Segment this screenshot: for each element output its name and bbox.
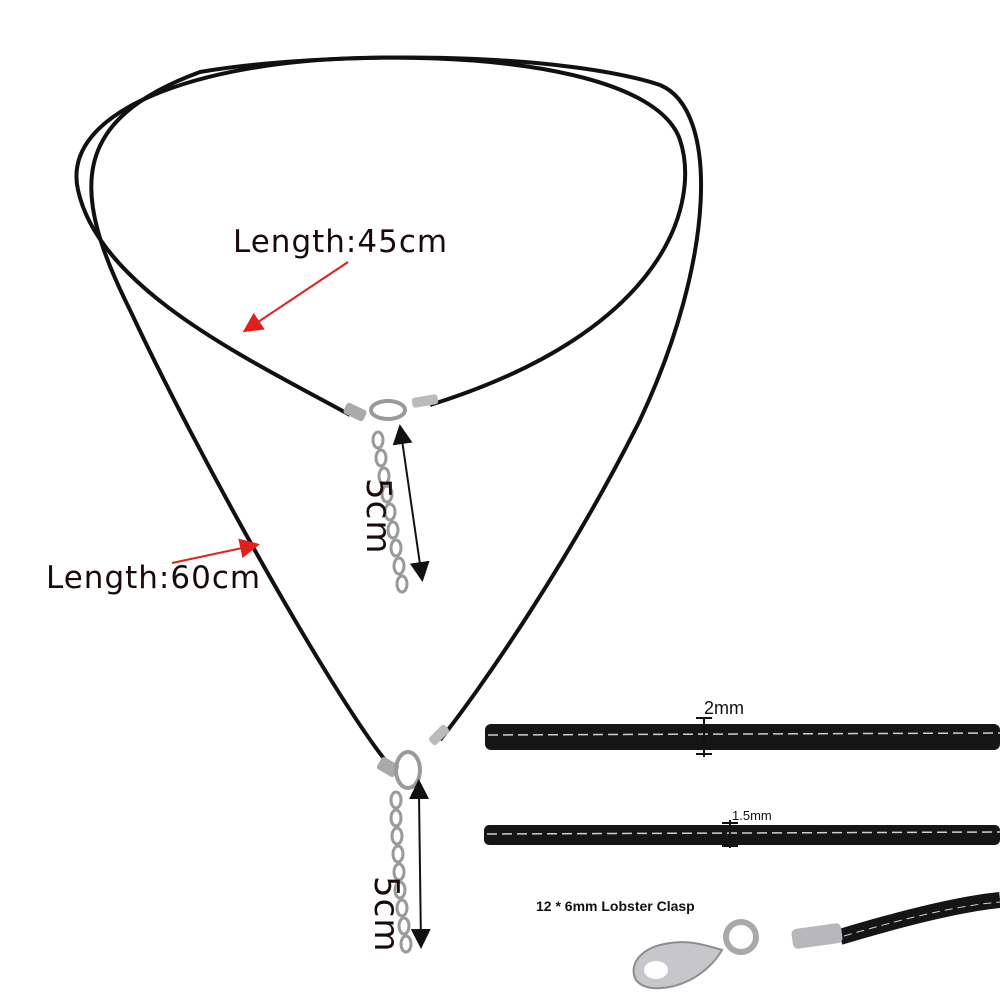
- lobster-clasp-label: 12 * 6mm Lobster Clasp: [536, 898, 695, 914]
- necklace-60cm: [89, 55, 704, 762]
- extender-short-label: 5cm: [358, 478, 398, 555]
- length-60cm-label: Length:60cm: [46, 560, 262, 596]
- length-45cm-label: Length:45cm: [233, 224, 449, 260]
- cord-sample-2mm: [485, 717, 1000, 757]
- extender-long-label: 5cm: [366, 876, 406, 953]
- cord-2mm-label: 2mm: [704, 698, 744, 718]
- lobster-clasp-detail: [632, 892, 1000, 990]
- cord-1.5mm-label: 1.5mm: [732, 808, 772, 823]
- clasp-extender-long: [376, 724, 450, 954]
- extender-measure-arrow: [392, 424, 430, 582]
- cord-sample-1.5mm: [484, 820, 1000, 848]
- extender-measure-arrow-2: [409, 779, 431, 949]
- arrow-45cm: [242, 261, 349, 333]
- arrow-60cm: [171, 538, 260, 564]
